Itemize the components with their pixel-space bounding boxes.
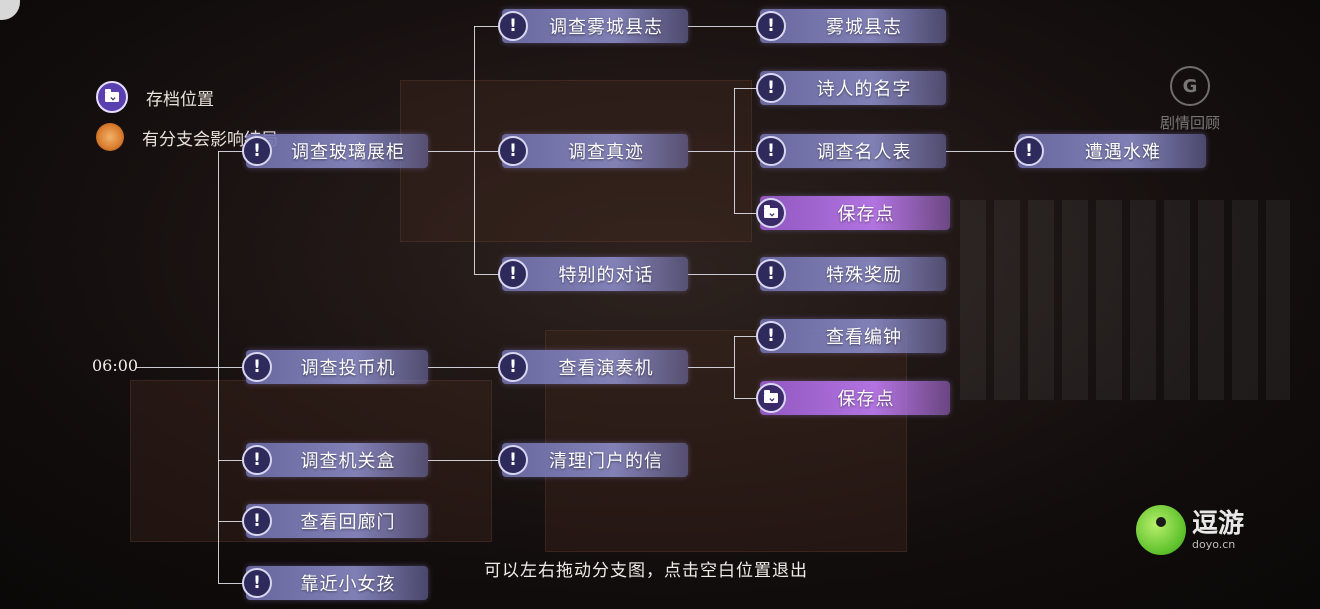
connector (218, 460, 246, 461)
exclamation-icon: ! (756, 73, 786, 103)
watermark-title: 逗游 (1192, 508, 1245, 539)
exclamation-icon: ! (756, 11, 786, 41)
exclamation-icon: ! (242, 136, 272, 166)
watermark-sub: doyo.cn (1192, 537, 1236, 551)
node-player-machine[interactable]: ! 查看演奏机 (498, 350, 688, 384)
story-review-button[interactable]: G 剧情回顾 (1150, 66, 1230, 133)
node-label: 调查机关盒 (300, 451, 396, 472)
node-poet-name[interactable]: ! 诗人的名字 (756, 71, 946, 105)
node-label: 调查雾城县志 (549, 17, 663, 38)
connector (428, 151, 502, 152)
node-bianzhong[interactable]: ! 查看编钟 (756, 319, 946, 353)
connector (688, 367, 734, 368)
connector (428, 367, 502, 368)
node-save-point-1[interactable]: 保存点 (756, 196, 950, 230)
connector (688, 26, 760, 27)
connector (688, 151, 734, 152)
node-drowning[interactable]: ! 遭遇水难 (1014, 134, 1206, 168)
node-special-dialogue[interactable]: ! 特别的对话 (498, 257, 688, 291)
node-celebrity-table[interactable]: ! 调查名人表 (756, 134, 946, 168)
save-folder-icon (96, 81, 128, 113)
node-label: 靠近小女孩 (300, 574, 396, 595)
exclamation-icon: ! (1014, 136, 1044, 166)
connector (734, 336, 735, 398)
connector (474, 26, 502, 27)
connector (734, 398, 760, 399)
time-label: 06:00 (92, 356, 139, 375)
drag-hint-text: 可以左右拖动分支图，点击空白位置退出 (484, 561, 808, 581)
corner-decoration (0, 0, 20, 20)
connector (734, 151, 760, 152)
node-glass-cabinet[interactable]: ! 调查玻璃展柜 (242, 134, 428, 168)
exclamation-icon: ! (756, 136, 786, 166)
node-label: 查看编钟 (826, 327, 902, 348)
node-label: 调查投币机 (300, 358, 396, 379)
exclamation-icon: ! (756, 259, 786, 289)
connector (218, 583, 246, 584)
node-label: 保存点 (837, 389, 895, 410)
connector (428, 460, 502, 461)
connector (474, 274, 502, 275)
exclamation-icon: ! (242, 506, 272, 536)
node-save-point-2[interactable]: 保存点 (756, 381, 950, 415)
node-label: 查看演奏机 (558, 358, 654, 379)
connector (218, 521, 246, 522)
node-county-records[interactable]: ! 调查雾城县志 (498, 9, 688, 43)
node-wucheng-records[interactable]: ! 雾城县志 (756, 9, 946, 43)
node-clear-letter[interactable]: ! 清理门户的信 (498, 443, 688, 477)
connector (136, 367, 244, 368)
node-label: 调查名人表 (816, 142, 912, 163)
exclamation-icon: ! (498, 445, 528, 475)
node-label: 调查真迹 (568, 142, 644, 163)
connector (734, 88, 735, 213)
node-little-girl[interactable]: ! 靠近小女孩 (242, 566, 428, 600)
watermark: 逗游 doyo.cn (1136, 505, 1244, 555)
node-special-reward[interactable]: ! 特殊奖励 (756, 257, 946, 291)
node-label: 保存点 (837, 204, 895, 225)
connector (688, 274, 760, 275)
exclamation-icon: ! (498, 259, 528, 289)
story-review-icon: G (1170, 66, 1210, 106)
connector (474, 26, 475, 274)
node-label: 查看回廊门 (300, 512, 396, 533)
branch-ending-icon (96, 123, 124, 151)
story-review-label: 剧情回顾 (1159, 114, 1220, 132)
connector (734, 213, 760, 214)
exclamation-icon: ! (756, 321, 786, 351)
background-shelves (960, 200, 1290, 400)
legend-save-label: 存档位置 (146, 89, 214, 110)
exclamation-icon: ! (498, 11, 528, 41)
connector (218, 151, 246, 152)
connector (218, 151, 219, 583)
exclamation-icon: ! (242, 445, 272, 475)
node-label: 遭遇水难 (1085, 142, 1161, 163)
watermark-logo-icon (1136, 505, 1186, 555)
legend-save-row: 存档位置 (96, 80, 278, 114)
node-authentic-works[interactable]: ! 调查真迹 (498, 134, 688, 168)
exclamation-icon: ! (498, 136, 528, 166)
node-label: 特殊奖励 (826, 265, 902, 286)
folder-save-icon (756, 383, 786, 413)
node-label: 调查玻璃展柜 (291, 142, 405, 163)
folder-save-icon (756, 198, 786, 228)
connector (734, 88, 760, 89)
exclamation-icon: ! (498, 352, 528, 382)
node-coin-machine[interactable]: ! 调查投币机 (242, 350, 428, 384)
exclamation-icon: ! (242, 568, 272, 598)
node-mechanism-box[interactable]: ! 调查机关盒 (242, 443, 428, 477)
node-corridor-door[interactable]: ! 查看回廊门 (242, 504, 428, 538)
node-label: 特别的对话 (558, 265, 654, 286)
node-label: 诗人的名字 (816, 79, 912, 100)
node-label: 雾城县志 (826, 17, 902, 38)
exclamation-icon: ! (242, 352, 272, 382)
connector (734, 336, 760, 337)
connector (946, 151, 1018, 152)
node-label: 清理门户的信 (549, 451, 663, 472)
